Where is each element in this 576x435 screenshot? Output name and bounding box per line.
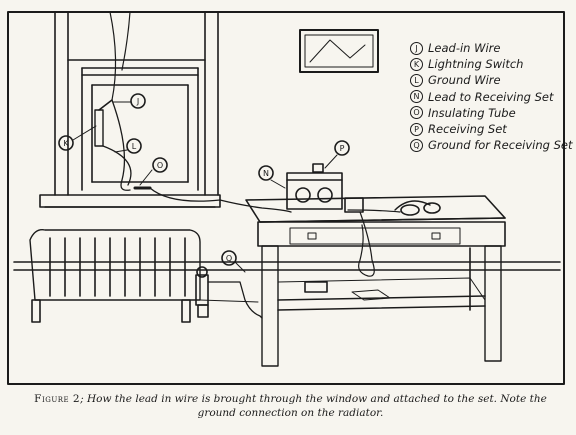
legend-key: K (410, 57, 423, 71)
legend-key: L (410, 74, 423, 87)
legend-key: P (410, 122, 423, 136)
legend-item-j: J Lead-in Wire (410, 40, 575, 56)
caption-text: ; How the lead in wire is brought throug… (80, 393, 547, 419)
figure-label: Figure 2 (34, 393, 81, 405)
callout-n-label: N (263, 169, 269, 178)
legend-key: O (410, 106, 423, 120)
legend-item-l: L Ground Wire (410, 72, 575, 88)
battery-wire (358, 211, 375, 277)
callout-q (221, 250, 237, 266)
callout-p-label: P (340, 144, 345, 153)
legend-item-p: P Receiving Set (410, 121, 575, 137)
callout-n (258, 165, 274, 181)
legend-key: J (410, 41, 423, 55)
legend-label: Receiving Set (428, 122, 507, 137)
table (245, 195, 506, 367)
callout-k-label: K (63, 139, 69, 148)
wall-picture (299, 29, 379, 73)
legend-label: Ground Wire (428, 73, 501, 88)
legend-label: Insulating Tube (428, 105, 516, 120)
legend-label: Ground for Receiving Set (428, 138, 573, 153)
callout-l (126, 138, 142, 154)
ground-wire-window (102, 145, 132, 186)
legend-key: N (410, 90, 423, 104)
callout-l-label: L (132, 142, 137, 151)
callout-j-label: J (136, 97, 139, 106)
legend-item-q: Q Ground for Receiving Set (410, 137, 575, 153)
legend-item-k: K Lightning Switch (410, 56, 575, 72)
figure-caption: Figure 2; How the lead in wire is brough… (18, 392, 563, 420)
lead-in-wire (111, 99, 131, 191)
legend-key: Q (410, 138, 423, 152)
radiator (29, 229, 209, 323)
legend-item-o: O Insulating Tube (410, 105, 575, 121)
legend-label: Lead to Receiving Set (428, 89, 554, 104)
legend: J Lead-in Wire K Lightning Switch L Grou… (410, 40, 575, 153)
callout-j (130, 93, 146, 109)
window (39, 11, 221, 208)
lead-to-set-wire (149, 187, 292, 213)
callout-p (334, 140, 350, 156)
callout-o (152, 157, 168, 173)
outer-border (7, 11, 565, 385)
receiving-set (286, 163, 343, 210)
callout-k (58, 135, 74, 151)
legend-item-n: N Lead to Receiving Set (410, 89, 575, 105)
legend-label: Lightning Switch (428, 57, 524, 72)
coil-box (344, 197, 364, 213)
callout-o-label: O (157, 161, 163, 170)
headphones (347, 200, 441, 216)
callout-q-label: Q (226, 254, 232, 263)
ground-wire-set (207, 281, 263, 319)
legend-label: Lead-in Wire (428, 41, 501, 55)
lightning-switch (94, 99, 113, 147)
